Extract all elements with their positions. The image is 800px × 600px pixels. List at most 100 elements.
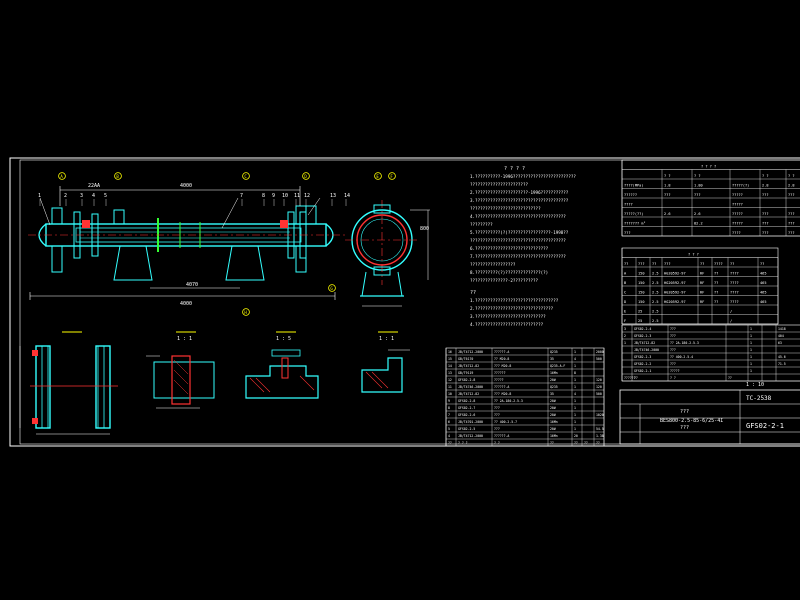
table-cell: / xyxy=(730,319,732,323)
table-cell: 2.5 xyxy=(652,319,659,323)
callout-number: 1 xyxy=(38,193,41,199)
table-cell: ??????? m² xyxy=(624,222,646,226)
table-cell: ?? xyxy=(714,291,718,295)
table-cell: GB/T6170 xyxy=(458,357,473,361)
drawing-code: GFS02-2-1 xyxy=(746,422,784,430)
table-cell: 2.5 xyxy=(652,300,659,304)
table-cell: 1 xyxy=(574,399,576,403)
tubesheet-right xyxy=(280,220,288,228)
detail-view-2: 1 : 1 xyxy=(146,331,215,409)
table-cell: 1 xyxy=(750,369,752,373)
table-cell: ?? 2A-180-2.5-3 xyxy=(670,341,699,345)
table-cell: 20# xyxy=(550,413,556,417)
callout-number: 12 xyxy=(304,193,310,199)
section-label-3: 1 : 1 xyxy=(379,336,394,342)
table-cell: RF xyxy=(700,281,704,285)
table-cell: ?? xyxy=(730,262,734,266)
dim-side: 800 xyxy=(420,226,429,232)
table-cell: ??? xyxy=(788,212,795,216)
table-cell: ?? xyxy=(596,441,600,445)
table-cell: ?????? xyxy=(494,371,506,375)
table-cell: GFS02-2-8 xyxy=(458,399,475,403)
table-cell: ??? M20-8 xyxy=(494,392,511,396)
dim-overall-top: 4000 xyxy=(180,183,192,189)
table-cell: HG20592-97 xyxy=(664,291,686,295)
table-cell: ????? xyxy=(732,203,743,207)
table-cell: GFS02-2-2 xyxy=(634,362,651,366)
table-cell: 4 xyxy=(448,434,450,438)
circle-icon xyxy=(58,172,66,180)
note-line: ?????????????????? xyxy=(470,262,516,267)
title-line-3: ??? xyxy=(680,425,689,431)
table-cell: ??? xyxy=(694,193,701,197)
table-cell: 1.8 xyxy=(664,184,671,188)
nozzle-top-3 xyxy=(295,205,307,225)
table-cell: 500 xyxy=(596,357,602,361)
table-cell: GFS02-2-1 xyxy=(634,369,651,373)
table-cell: ?? xyxy=(624,262,628,266)
table-cell: 2 xyxy=(624,334,626,338)
table-cell: 16Mn xyxy=(550,371,558,375)
table-cell: JB/T4701-2000 xyxy=(458,420,483,424)
table-cell: E xyxy=(624,310,626,314)
table-cell: ?????(?) xyxy=(732,184,749,188)
table-cell: 1 xyxy=(750,355,752,359)
table-cell: ??? xyxy=(494,406,500,410)
section-label-2: 1 : 5 xyxy=(276,336,291,342)
table-cell: 1 xyxy=(574,427,576,431)
table-cell: 1020 xyxy=(596,413,604,417)
saddle-right xyxy=(225,245,265,281)
table-heading: ? ? ? xyxy=(688,253,699,257)
table-cell: RF xyxy=(700,272,704,276)
table-cell: ???? xyxy=(732,231,741,235)
dim-bottom: 4000 xyxy=(180,301,192,307)
table-cell: 8 xyxy=(448,406,450,410)
table-cell: JB/T4746-2000 xyxy=(458,385,483,389)
table-cell: ??? xyxy=(664,262,671,266)
table-cell: 1 xyxy=(750,334,752,338)
table-cell: 14 xyxy=(448,364,452,368)
table-cell: ? ? xyxy=(670,376,676,380)
table-cell: 11 xyxy=(448,385,452,389)
table-cell: 25 xyxy=(638,319,642,323)
table-cell: 35 xyxy=(550,392,554,396)
table-cell: ??? xyxy=(788,231,795,235)
table-cell: C xyxy=(624,291,626,295)
drawing-frame xyxy=(9,157,800,447)
table-cell: ????? xyxy=(732,222,743,226)
table-cell: 63 xyxy=(778,341,782,345)
note-line: 1.??????????-1996???????????????????????… xyxy=(470,174,576,179)
table-cell: 150 xyxy=(638,300,645,304)
table-cell: 2.5 xyxy=(652,310,659,314)
table-cell: ?? xyxy=(714,272,718,276)
title-line-1: ??? xyxy=(680,409,689,415)
table-cell: ??????-A xyxy=(494,434,509,438)
table-cell: ??????-A xyxy=(494,385,509,389)
table-cell: 13 xyxy=(448,371,452,375)
table-cell: 20# xyxy=(550,427,556,431)
table-cell: ? ? ? xyxy=(458,441,468,445)
table-cell: ??? xyxy=(670,327,676,331)
table-cell: ?? xyxy=(760,262,764,266)
dim-a: 22AA xyxy=(88,183,100,189)
table-cell: ??? xyxy=(762,231,769,235)
table-cell: 1 xyxy=(750,341,752,345)
title-block: TC-2538 ??? BES800-2.5-85-6/25-4I ??? GF… xyxy=(619,382,800,445)
table-cell: 465 xyxy=(760,272,767,276)
table-cell: 465 xyxy=(760,300,767,304)
note-line: 3.???????????????????????????? xyxy=(470,314,546,319)
table-cell: ???? xyxy=(730,281,739,285)
table-cell: GFS02-2-7 xyxy=(458,406,475,410)
table-cell: ? ? xyxy=(788,174,795,178)
table-cell: JB/T4712-82 xyxy=(458,392,479,396)
table-cell: 465 xyxy=(760,291,767,295)
notes-heading-2: ?? xyxy=(470,290,476,296)
note-line: ???????????????????????????? xyxy=(470,206,541,211)
table-cell: Q235 xyxy=(550,385,558,389)
circle-icon xyxy=(242,172,250,180)
nozzle-top-2 xyxy=(113,209,125,225)
table-cell: A xyxy=(624,272,627,276)
